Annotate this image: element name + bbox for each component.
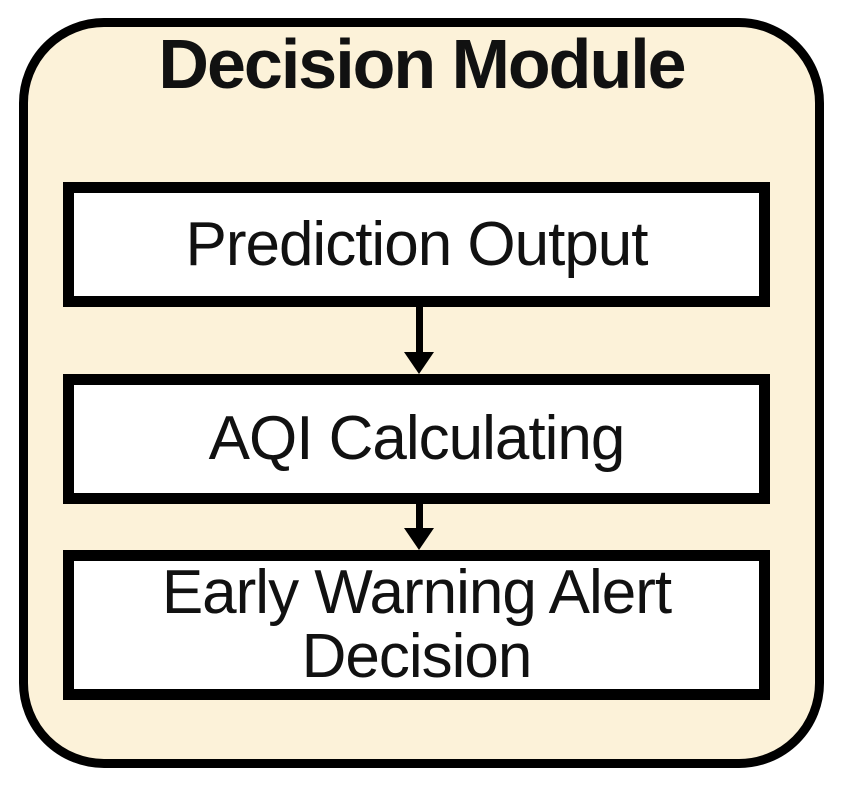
arrow-head bbox=[404, 352, 434, 374]
step-box-prediction-output: Prediction Output bbox=[63, 182, 770, 307]
arrow-shaft bbox=[415, 307, 423, 352]
step-box-early-warning-alert-decision: Early Warning Alert Decision bbox=[63, 550, 770, 700]
step-box-aqi-calculating: AQI Calculating bbox=[63, 374, 770, 504]
arrow-head bbox=[404, 528, 434, 550]
arrow-shaft bbox=[415, 504, 423, 528]
down-arrow-icon bbox=[404, 307, 434, 374]
down-arrow-icon bbox=[404, 504, 434, 550]
step-label-aqi-calculating: AQI Calculating bbox=[208, 404, 626, 474]
step-label-prediction-output: Prediction Output bbox=[185, 209, 648, 279]
panel-title: Decision Module bbox=[158, 25, 686, 103]
step-label-early-warning-alert-decision: Early Warning Alert Decision bbox=[161, 558, 672, 691]
